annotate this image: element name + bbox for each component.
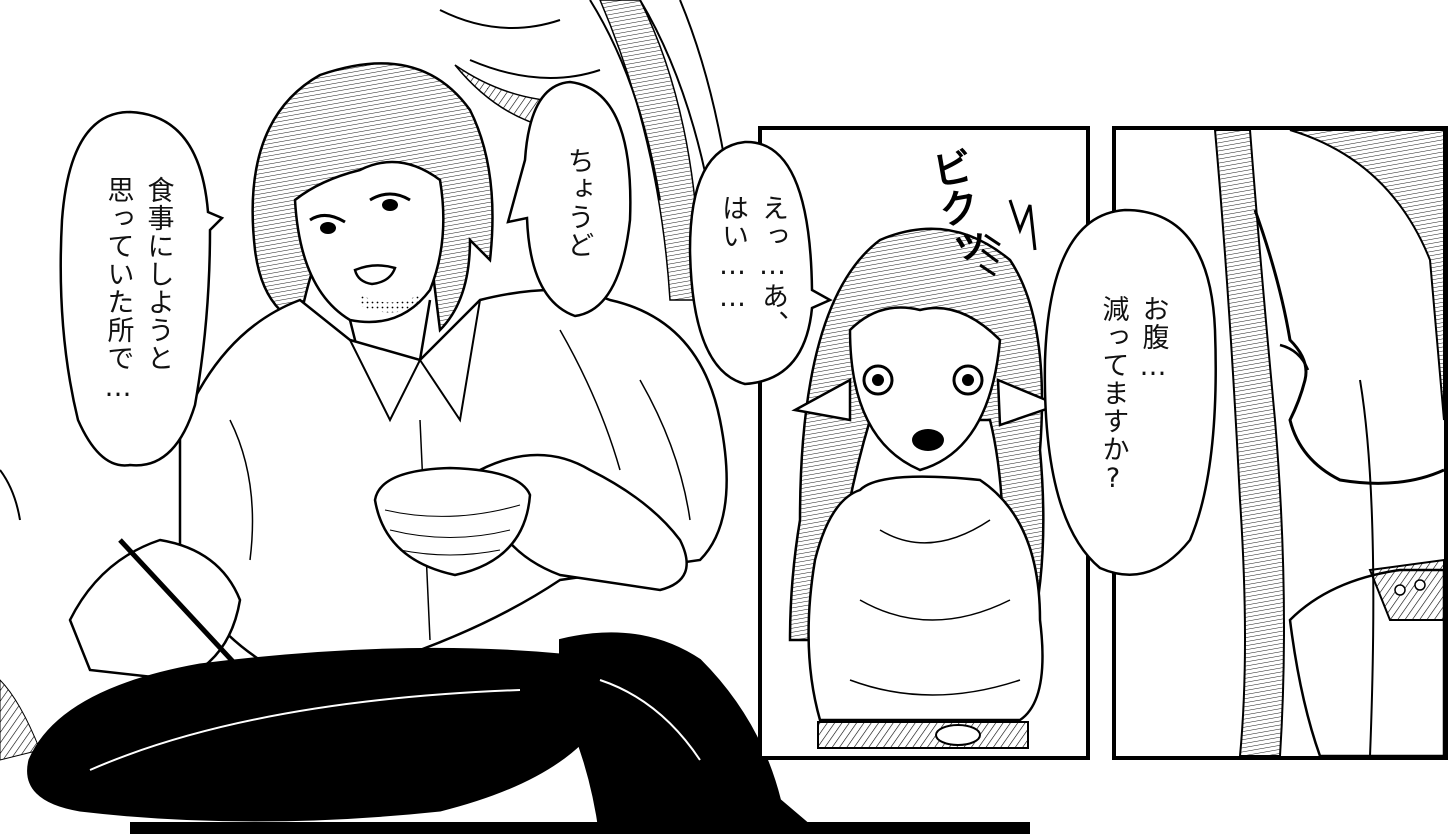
speech-bubble-2-text: ちょうど xyxy=(562,146,594,259)
speech-bubble-1: 食事にしようと 思っていた所で… xyxy=(70,130,205,450)
speech-bubble-4: お腹… 減ってますか? xyxy=(1060,250,1205,540)
speech-bubble-3-text: えっ…あ、 はい…… xyxy=(717,193,788,338)
speech-bubble-3: えっ…あ、 はい…… xyxy=(697,158,807,373)
man-figure xyxy=(0,0,1030,834)
panel-girl xyxy=(758,126,1090,760)
speech-bubble-2: ちょうど xyxy=(530,100,625,305)
speech-bubble-4-text: お腹… 減ってますか? xyxy=(1097,295,1169,495)
speech-bubble-shapes xyxy=(59,80,1217,576)
speech-bubble-1-text: 食事にしようと 思っていた所で… xyxy=(102,176,174,404)
